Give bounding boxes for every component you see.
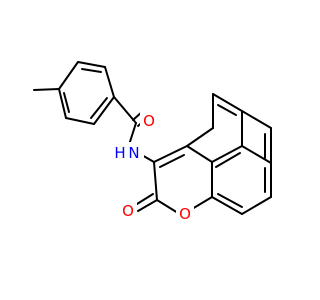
bond-lactone-co-1	[137, 199, 158, 212]
atom-ring-oxygen: O	[176, 203, 194, 223]
naphthalene-ring-b	[186, 93, 272, 164]
bond	[211, 145, 243, 163]
bond	[153, 145, 188, 163]
double-bond-inner	[217, 193, 243, 208]
bond	[104, 66, 115, 98]
toluene-ring	[58, 61, 115, 125]
double-bond-inner	[215, 152, 241, 168]
double-bond-inner	[81, 68, 102, 73]
atom-lactone-carbonyl-oxygen: O	[119, 200, 137, 220]
bond	[186, 127, 214, 147]
bond	[156, 199, 179, 214]
bond	[186, 145, 213, 163]
bond-ring-to-carbonyl	[113, 96, 137, 124]
ring-oxygen-label: O	[179, 205, 191, 223]
bond	[93, 96, 115, 125]
carbonyl-oxygen-label: O	[143, 112, 155, 130]
atom-carbonyl-oxygen: O	[140, 110, 158, 130]
bond-lactone-co-2	[136, 193, 154, 205]
bond	[241, 145, 272, 164]
amide-nitrogen-label: N	[128, 144, 139, 162]
bond	[191, 196, 213, 210]
bond	[58, 88, 67, 119]
bond	[58, 61, 79, 90]
molecule-structure: O H N O O	[33, 61, 272, 223]
bond	[77, 61, 106, 68]
bond	[153, 161, 158, 201]
bond	[211, 196, 243, 215]
bond	[241, 196, 272, 215]
bond-methyl	[33, 88, 60, 91]
structure-canvas: O H N O O	[33, 61, 272, 223]
double-bond-inner	[90, 97, 108, 119]
double-bond-inner	[217, 104, 237, 116]
pyranone-ring	[136, 145, 213, 214]
naphthalene-ring-a	[211, 145, 272, 215]
double-bond-inner	[159, 154, 185, 168]
amide-hydrogen-label: H	[114, 144, 125, 162]
double-bond-inner	[63, 92, 70, 113]
lactone-carbonyl-oxygen-label: O	[122, 202, 134, 220]
bond	[212, 93, 243, 112]
bond	[65, 117, 95, 125]
bond	[241, 110, 272, 129]
atom-amide-nitrogen: H N	[112, 142, 144, 162]
